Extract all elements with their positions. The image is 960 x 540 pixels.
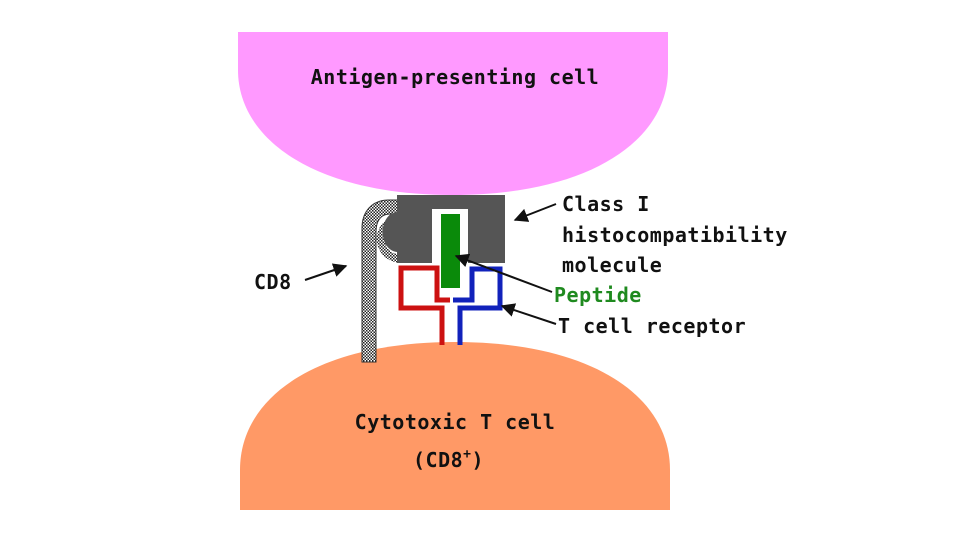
arrow-mhc [513,203,557,222]
label-cd8-plus: (CD8+) [413,447,484,472]
arrow-cd8 [304,263,348,281]
label-mhc-line1: Class I [562,192,650,216]
peptide [441,214,460,288]
label-cytotoxic-t-cell: Cytotoxic T cell [355,410,556,434]
label-mhc-line2: histocompatibility [562,223,788,247]
label-cd8: CD8 [254,270,292,294]
label-antigen-presenting-cell: Antigen-presenting cell [311,65,599,89]
antigen-presenting-cell [238,32,668,195]
label-peptide: Peptide [554,283,642,307]
arrow-peptide [454,253,553,293]
arrow-tcr [500,303,557,325]
label-cd8-plus-close: ) [472,448,485,472]
label-cd8-plus-open: (CD8 [413,448,463,472]
tcr-beta-chain [453,266,503,345]
label-t-cell-receptor: T cell receptor [558,314,746,338]
cytotoxic-t-cell [240,342,670,510]
label-mhc-line3: molecule [562,253,662,277]
label-cd8-plus-sup: + [463,447,471,462]
tcr-alpha-chain [398,265,450,345]
